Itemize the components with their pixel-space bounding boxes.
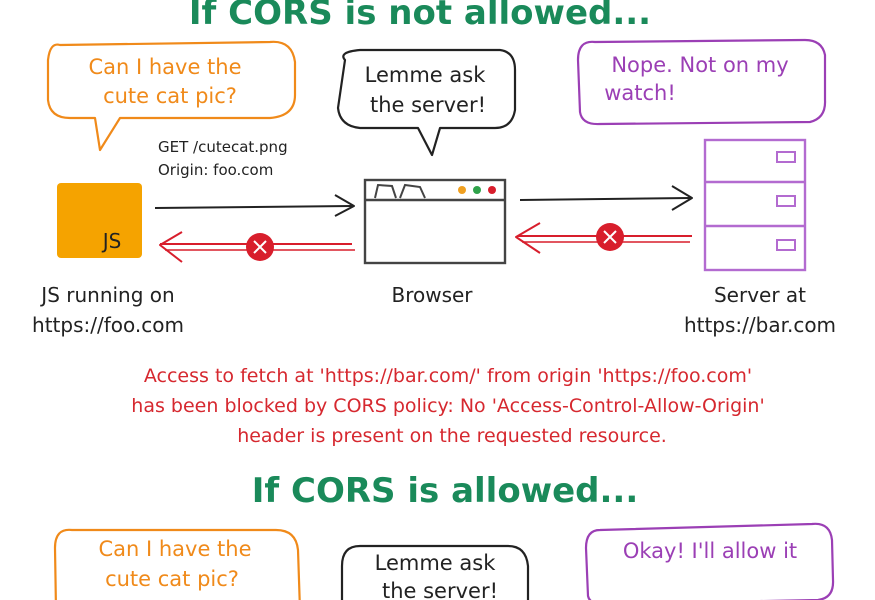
request-line-method: GET /cutecat.png bbox=[158, 138, 288, 156]
request-arrow-client-to-browser bbox=[154, 194, 355, 217]
browser-label: Browser bbox=[391, 283, 473, 307]
client-bubble-allowed-line-1: Can I have the bbox=[98, 537, 251, 561]
client-label-line-2: https://foo.com bbox=[32, 313, 184, 337]
browser-speech-bubble: Lemme ask the server! bbox=[336, 48, 517, 157]
cors-error-line-2: has been blocked by CORS policy: No 'Acc… bbox=[131, 395, 764, 417]
browser-bubble-line-2: the server! bbox=[370, 93, 486, 117]
server-bubble-allowed-line-1: Okay! I'll allow it bbox=[623, 539, 797, 563]
cors-error-line-3: header is present on the requested resou… bbox=[237, 425, 667, 447]
server-label-line-1: Server at bbox=[714, 283, 806, 307]
allowed-heading: If CORS is allowed... bbox=[252, 471, 639, 511]
browser-speech-bubble-allowed: Lemme ask the server! bbox=[340, 544, 530, 600]
server-bubble-line-1: Nope. Not on my bbox=[611, 53, 788, 77]
client-bubble-allowed-line-2: cute cat pic? bbox=[105, 567, 239, 591]
blocked-x-icon bbox=[246, 233, 274, 261]
server-cabinet-icon bbox=[703, 138, 807, 272]
request-arrow-browser-to-server bbox=[519, 185, 693, 211]
blocked-x-icon bbox=[596, 223, 624, 251]
js-logo-label: JS bbox=[101, 229, 122, 253]
client-label-line-1: JS running on bbox=[39, 283, 174, 307]
client-speech-bubble-allowed: Can I have the cute cat pic? bbox=[53, 528, 301, 600]
client-speech-bubble: Can I have the cute cat pic? bbox=[46, 40, 297, 152]
server-label-line-2: https://bar.com bbox=[684, 313, 836, 337]
server-speech-bubble: Nope. Not on my watch! bbox=[576, 38, 827, 126]
request-line-origin: Origin: foo.com bbox=[158, 161, 273, 179]
blocked-heading: If CORS is not allowed... bbox=[189, 0, 651, 33]
server-speech-bubble-allowed: Okay! I'll allow it bbox=[584, 522, 835, 600]
browser-bubble-allowed-line-1: Lemme ask bbox=[375, 551, 497, 575]
server-bubble-line-2: watch! bbox=[604, 81, 676, 105]
browser-window-icon bbox=[363, 178, 507, 265]
browser-bubble-line-1: Lemme ask bbox=[365, 63, 487, 87]
browser-bubble-allowed-line-2: the server! bbox=[382, 579, 498, 600]
js-logo-icon: JS bbox=[57, 183, 142, 258]
client-bubble-line-2: cute cat pic? bbox=[103, 84, 237, 108]
cors-error-line-1: Access to fetch at 'https://bar.com/' fr… bbox=[144, 365, 752, 387]
client-bubble-line-1: Can I have the bbox=[88, 55, 241, 79]
